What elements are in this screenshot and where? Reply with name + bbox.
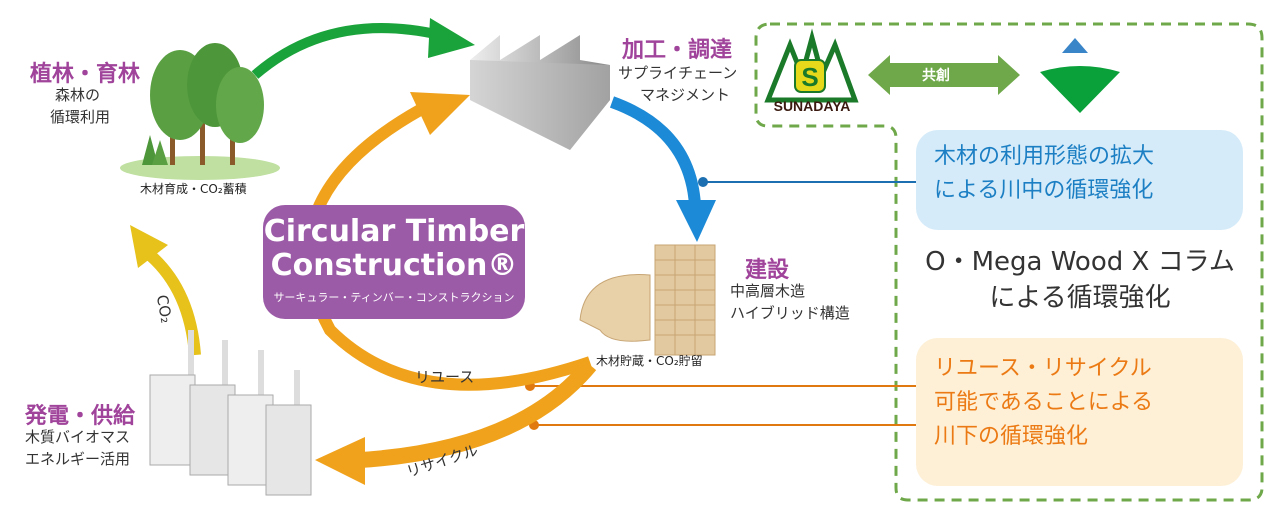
midstream-line1: 木材の利用形態の拡大: [934, 144, 1155, 169]
partner-logo: [1040, 38, 1120, 113]
construction-sub1: 中高層木造: [730, 282, 806, 300]
downstream-line3: 川下の循環強化: [934, 424, 1089, 449]
processing-sub2: マネジメント: [640, 86, 731, 104]
midstream-line2: による川中の循環強化: [934, 178, 1154, 203]
recycle-arrow-icon: [315, 359, 597, 485]
green-arrow-icon: [251, 18, 475, 79]
cocreation-label: 共創: [922, 68, 950, 84]
ctc-line1: Circular Timber: [263, 214, 525, 249]
construction-sub2: ハイブリッド構造: [730, 304, 850, 322]
forest-caption: 木材育成・CO₂蓄積: [140, 182, 247, 196]
forest-title: 植林・育林: [30, 62, 141, 87]
cocreation-arrow-icon: [868, 55, 1020, 95]
ctc-line3: サーキュラー・ティンバー・コンストラクション: [273, 291, 515, 304]
forest-illustration: [120, 43, 280, 180]
forest-sub2: 循環利用: [50, 108, 111, 126]
forest-sub1: 森林の: [55, 86, 101, 104]
construction-title: 建設: [745, 258, 790, 283]
power-plant-illustration: [149, 330, 312, 496]
co2-arrow-icon: [130, 225, 201, 356]
construction-caption: 木材貯蔵・CO₂貯留: [596, 354, 703, 368]
downstream-line2: 可能であることによる: [934, 390, 1154, 415]
power-sub2: エネルギー活用: [25, 450, 131, 468]
reuse-label: リユース: [415, 368, 475, 386]
processing-title: 加工・調達: [622, 38, 733, 63]
power-title: 発電・供給: [25, 404, 136, 429]
circular-timber-construction-badge: Circular Timber Construction® サーキュラー・ティン…: [263, 205, 525, 319]
sunadaya-logo: S SUNADAYA: [764, 28, 859, 114]
svg-text:SUNADAYA: SUNADAYA: [774, 98, 851, 114]
factory-illustration: [470, 35, 610, 150]
dashed-frame: [754, 22, 1264, 502]
omega-line2: による循環強化: [989, 283, 1171, 313]
blue-arrow-icon: [609, 96, 716, 242]
downstream-box: リユース・リサイクル 可能であることによる 川下の循環強化: [916, 338, 1243, 486]
svg-text:S: S: [801, 62, 818, 92]
downstream-line1: リユース・リサイクル: [934, 356, 1152, 381]
reuse-arrow-icon: [302, 92, 592, 391]
omega-line1: O・Mega Wood X コラム: [925, 247, 1235, 277]
processing-sub1: サプライチェーン: [618, 64, 738, 82]
midstream-box: 木材の利用形態の拡大 による川中の循環強化: [916, 130, 1243, 230]
co2-label: CO₂: [152, 293, 176, 325]
power-sub1: 木質バイオマス: [25, 428, 131, 446]
omega-heading: O・Mega Wood X コラム による循環強化: [905, 244, 1255, 316]
building-illustration: [579, 244, 716, 356]
ctc-line2: Construction®: [270, 248, 518, 283]
